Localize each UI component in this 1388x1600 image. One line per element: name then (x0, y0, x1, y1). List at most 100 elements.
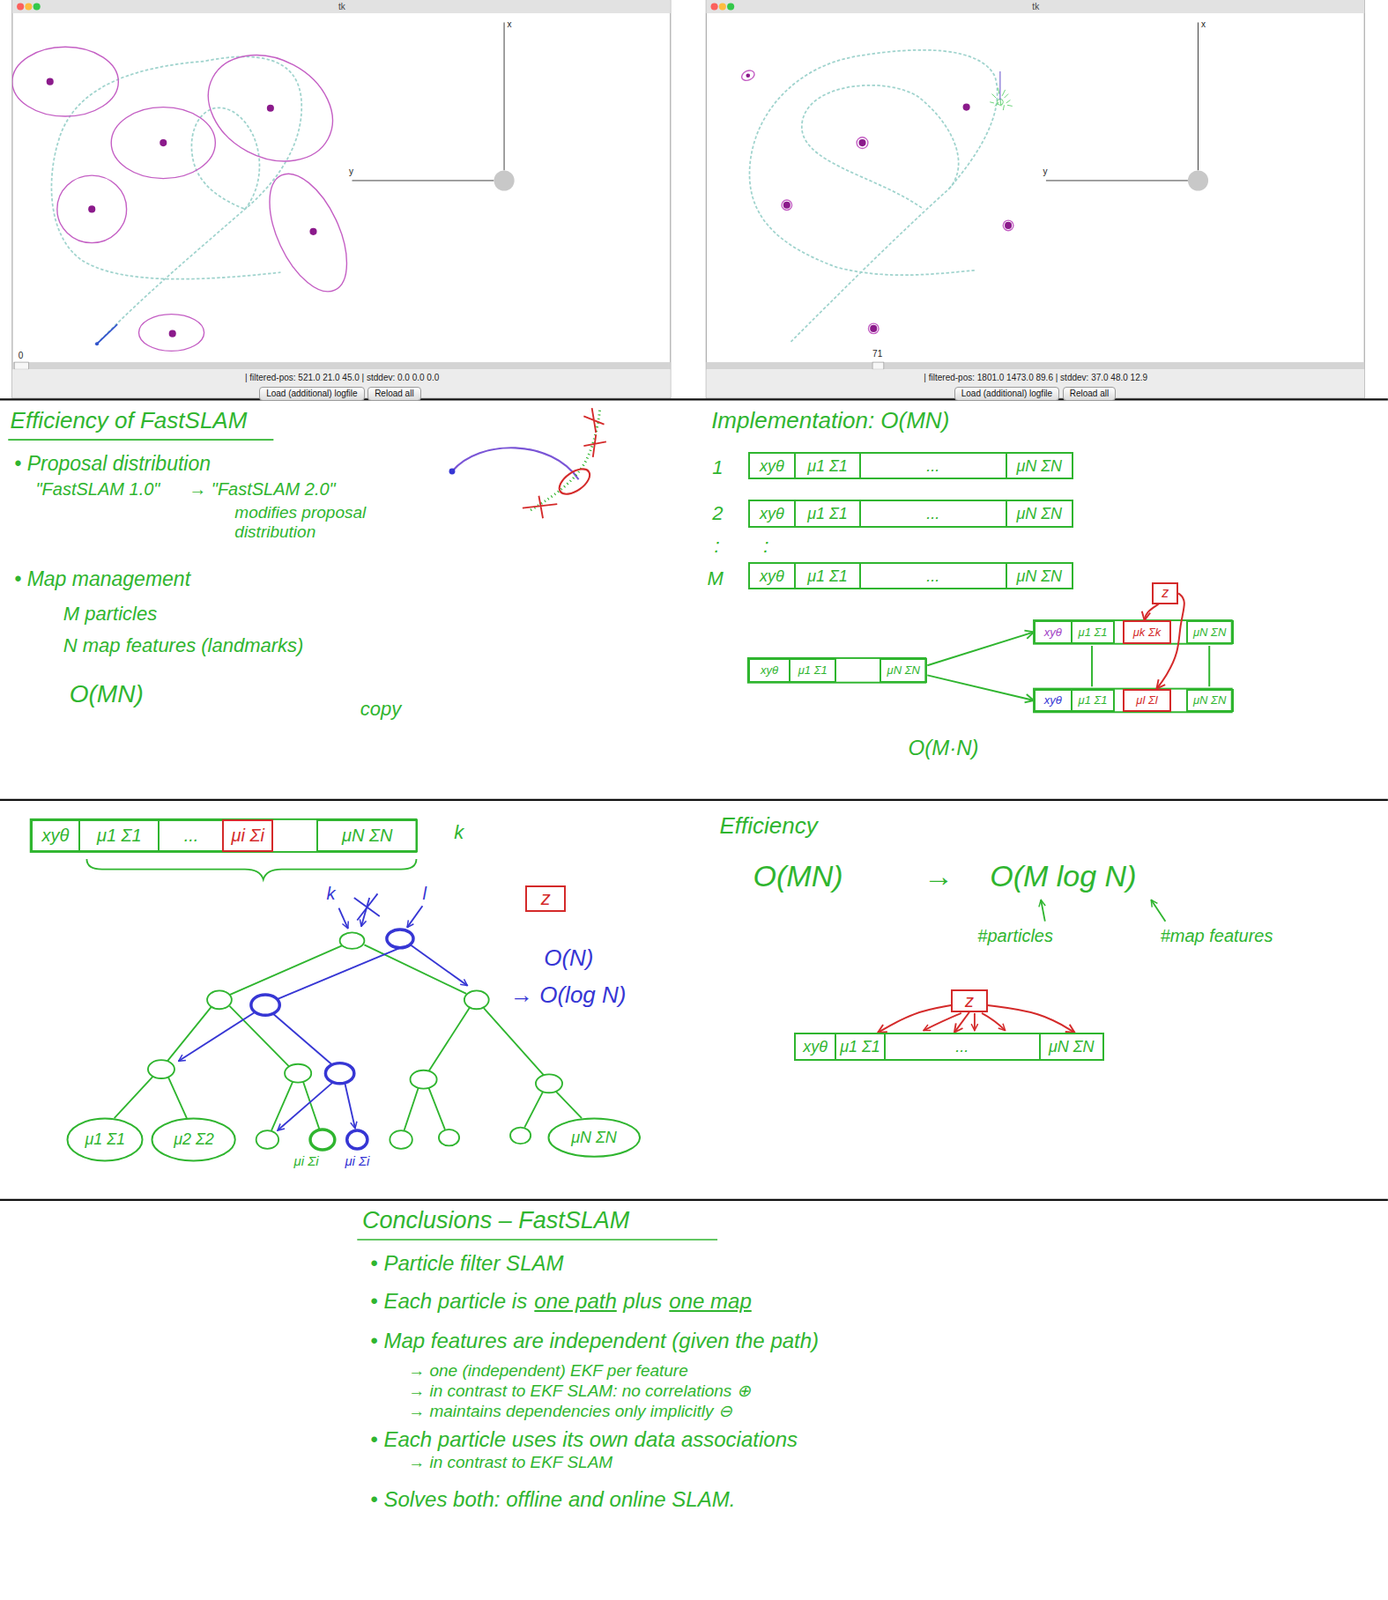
search-path (386, 929, 414, 949)
search-path (347, 1130, 368, 1150)
handwritten-text: • Map management (14, 567, 191, 591)
update-arrow (923, 1013, 1006, 1032)
robot-trajectory (749, 50, 998, 342)
node-text: μ1 Σ1 (96, 826, 142, 845)
tree-node (464, 990, 490, 1010)
array-cell: μ1 Σ1 (78, 819, 160, 853)
landmark-ellipse (57, 175, 127, 243)
update-arrow (981, 1013, 1006, 1032)
landmark-dot (745, 73, 750, 78)
handwritten-text: k (326, 883, 336, 905)
array-cell: μN ΣN (1005, 452, 1074, 480)
node-text: μ1 Σ1 (1078, 694, 1108, 706)
tree-node (207, 990, 232, 1010)
handwritten-text: one path (534, 1289, 617, 1314)
node-text: μ1 Σ1 (1078, 626, 1108, 639)
node-text: μ2 Σ2 (173, 1130, 215, 1150)
handwritten-text: #map features (1160, 926, 1274, 947)
proposal-sketch (449, 408, 607, 519)
landmark-ellipse (740, 68, 1014, 335)
array-cell: μN ΣN (879, 658, 928, 683)
handwritten-text: O(MN) (69, 680, 144, 709)
node-text: μ1 Σ1 (84, 1130, 126, 1150)
handwritten-text: O(N) (543, 945, 594, 973)
node-text: μl Σl (1135, 694, 1158, 706)
handwritten-text: one map (668, 1289, 751, 1314)
node-text: μN ΣN (1048, 1039, 1095, 1055)
band-separator (0, 399, 1388, 1200)
search-path (338, 908, 348, 929)
landmark-dot (169, 330, 177, 338)
window-text: y (1042, 166, 1047, 178)
array-cell: μ1 Σ1 (794, 499, 862, 527)
node-text: μN ΣN (1016, 458, 1062, 475)
search-path (354, 893, 380, 921)
array-cell: xyθ (748, 658, 791, 683)
node-text: μN ΣN (571, 1128, 617, 1148)
tree-node (340, 932, 365, 950)
slam-plot (12, 22, 515, 351)
node-text: ... (955, 1039, 969, 1055)
window-text: y (348, 166, 354, 178)
proposal-sketch (452, 447, 579, 480)
array-cell: μ1 Σ1 (794, 452, 862, 480)
handwritten-text: → in contrast to EKF SLAM: no correlatio… (408, 1381, 750, 1402)
handwritten-text: • Proposal distribution (14, 452, 211, 476)
array-cell: μN ΣN (1005, 499, 1074, 527)
window-text: x (1201, 19, 1206, 30)
array-cell: μl Σl (1122, 689, 1172, 713)
tree-node (510, 1128, 531, 1145)
tree-node (148, 932, 563, 1151)
search-path (410, 944, 468, 986)
array-outline (30, 620, 1233, 853)
landmark-dot (869, 325, 877, 333)
handwritten-text: • Each particle uses its own data associ… (370, 1427, 798, 1453)
landmark-dot (159, 139, 167, 147)
node-text: Load (additional) logfile (266, 388, 357, 400)
app-window (705, 0, 1365, 14)
handwritten-text: copy (360, 697, 401, 720)
node-text: xyθ (760, 664, 779, 676)
node-text: μN ΣN (1016, 568, 1062, 585)
array-cell: μi Σi (222, 819, 274, 853)
pointer-arrow (1040, 899, 1046, 921)
node-text: xyθ (42, 826, 70, 845)
array-cell: xyθ (794, 1032, 837, 1062)
window-text: tk (338, 1, 346, 13)
toolbar-button: Load (additional) logfile (954, 386, 1060, 401)
array-cell: μ1 Σ1 (834, 1032, 886, 1062)
search-path (277, 1083, 334, 1131)
robot-axes (1046, 179, 1188, 181)
node-text: xyθ (1044, 626, 1062, 639)
handwritten-text: #particles (977, 926, 1054, 947)
copy-arrow (927, 675, 1034, 701)
node-text: μN ΣN (887, 664, 921, 676)
update-arrow (954, 1012, 970, 1033)
toolbar-button: Reload all (367, 386, 421, 401)
node-text: Reload all (374, 388, 414, 400)
array-cell: xyθ (30, 819, 81, 853)
measurement-box: z (525, 885, 566, 913)
band-separator (0, 398, 1388, 401)
toolbar-button: Load (additional) logfile (259, 386, 364, 401)
array-cell: μ1 Σ1 (788, 658, 837, 683)
array-cell: xyθ (1033, 620, 1073, 645)
node-text: z (964, 992, 974, 1010)
array-cell: μk Σk (1122, 620, 1172, 645)
node-text: z (1161, 586, 1169, 601)
landmark-ellipse (111, 107, 216, 179)
search-path (344, 1083, 356, 1129)
pointer-arrow (1040, 899, 1166, 921)
node-text: μk Σk (1133, 626, 1162, 639)
array-cell: ... (859, 452, 1008, 480)
app-window (719, 2, 727, 10)
array-outline (30, 819, 417, 853)
illustration (0, 0, 1388, 1240)
tree-leaf: μ1 Σ1 (66, 1117, 144, 1163)
robot-trajectory (749, 50, 998, 342)
slam-plot (740, 22, 1209, 342)
leaf-outline (548, 1119, 640, 1158)
tree-edge (114, 944, 582, 1131)
